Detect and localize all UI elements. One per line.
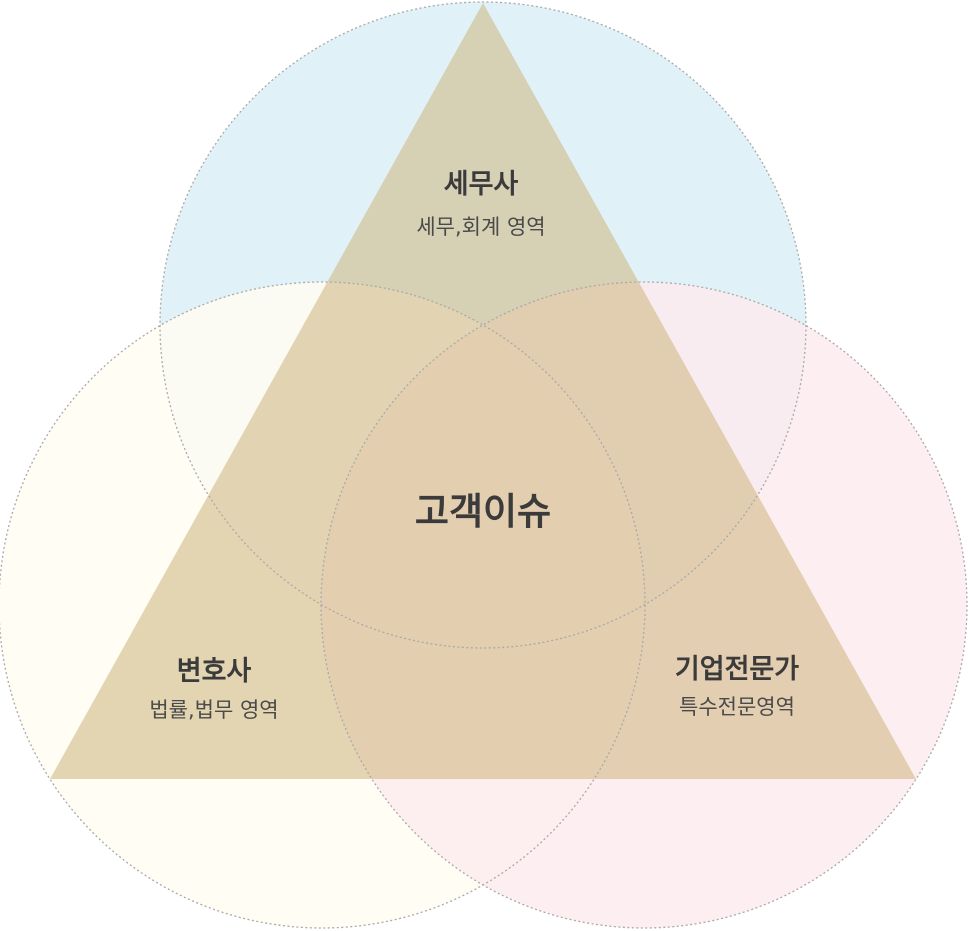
circle-outline-left <box>0 281 646 929</box>
triangle-overlay <box>50 3 916 779</box>
node-title-top: 세무사 <box>444 169 519 200</box>
center-label: 고객이슈 <box>415 490 551 533</box>
node-subtitle-top: 세무,회계 영역 <box>416 215 545 239</box>
node-title-right: 기업전문가 <box>675 654 799 685</box>
node-subtitle-left: 법률,법무 영역 <box>149 698 278 722</box>
circle-outline-right <box>320 281 968 929</box>
node-title-left: 변호사 <box>177 656 252 687</box>
node-subtitle-right: 특수전문영역 <box>679 695 795 719</box>
circle-outline-top <box>159 1 807 649</box>
